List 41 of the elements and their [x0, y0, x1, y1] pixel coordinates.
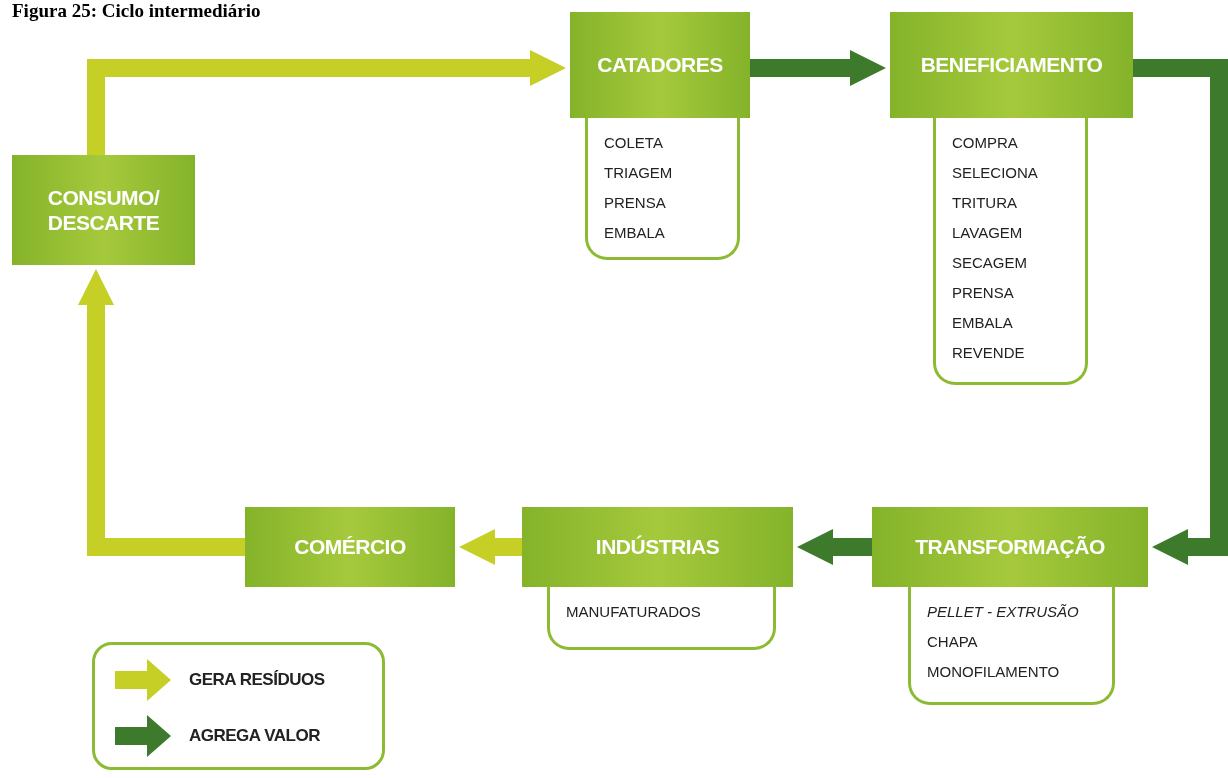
stage-title: CATADORES: [597, 52, 723, 78]
stage-title: CONSUMO/ DESCARTE: [46, 184, 161, 236]
activity-list-box: [585, 118, 740, 260]
activity-item: PRENSA: [952, 283, 1014, 303]
activity-item: LAVAGEM: [952, 223, 1023, 243]
activity-item: TRITURA: [952, 193, 1017, 213]
activity-item: COLETA: [604, 133, 663, 153]
figure-title: Figura 25: Ciclo intermediário: [12, 0, 261, 22]
activity-list-box: [933, 118, 1088, 385]
stage-title: COMÉRCIO: [294, 534, 406, 560]
activity-item: MANUFATURADOS: [566, 602, 701, 622]
flow-arrow: [797, 529, 872, 565]
activity-item: SECAGEM: [952, 253, 1027, 273]
flow-arrow: [750, 50, 886, 86]
stage-title: BENEFICIAMENTO: [920, 52, 1103, 78]
flow-arrow: [1133, 59, 1228, 565]
activity-item: COMPRA: [952, 133, 1018, 153]
activity-item: MONOFILAMENTO: [927, 662, 1060, 682]
activity-item: PRENSA: [604, 193, 666, 213]
activity-item: TRIAGEM: [604, 163, 673, 183]
legend-label: AGREGA VALOR: [189, 726, 320, 746]
activity-item: CHAPA: [927, 632, 978, 652]
activity-list-box: [547, 587, 776, 650]
activity-item: REVENDE: [952, 343, 1025, 363]
activity-item: EMBALA: [604, 223, 665, 243]
stage-box: [522, 507, 793, 587]
stage-box: [245, 507, 455, 587]
flow-arrow: [459, 529, 522, 565]
stage-box: [872, 507, 1148, 587]
stage-box: [12, 155, 195, 265]
stage-box: [890, 12, 1133, 118]
activity-item: PELLET - EXTRUSÃO: [927, 602, 1079, 622]
legend-label: GERA RESÍDUOS: [189, 670, 325, 690]
flow-arrow: [78, 269, 245, 556]
activity-list-box: [908, 587, 1115, 705]
stage-title: TRANSFORMAÇÃO: [915, 534, 1105, 560]
activity-item: SELECIONA: [952, 163, 1038, 183]
stage-box: [570, 12, 750, 118]
flow-arrow: [87, 50, 566, 155]
stage-title: INDÚSTRIAS: [595, 534, 720, 560]
activity-item: EMBALA: [952, 313, 1013, 333]
